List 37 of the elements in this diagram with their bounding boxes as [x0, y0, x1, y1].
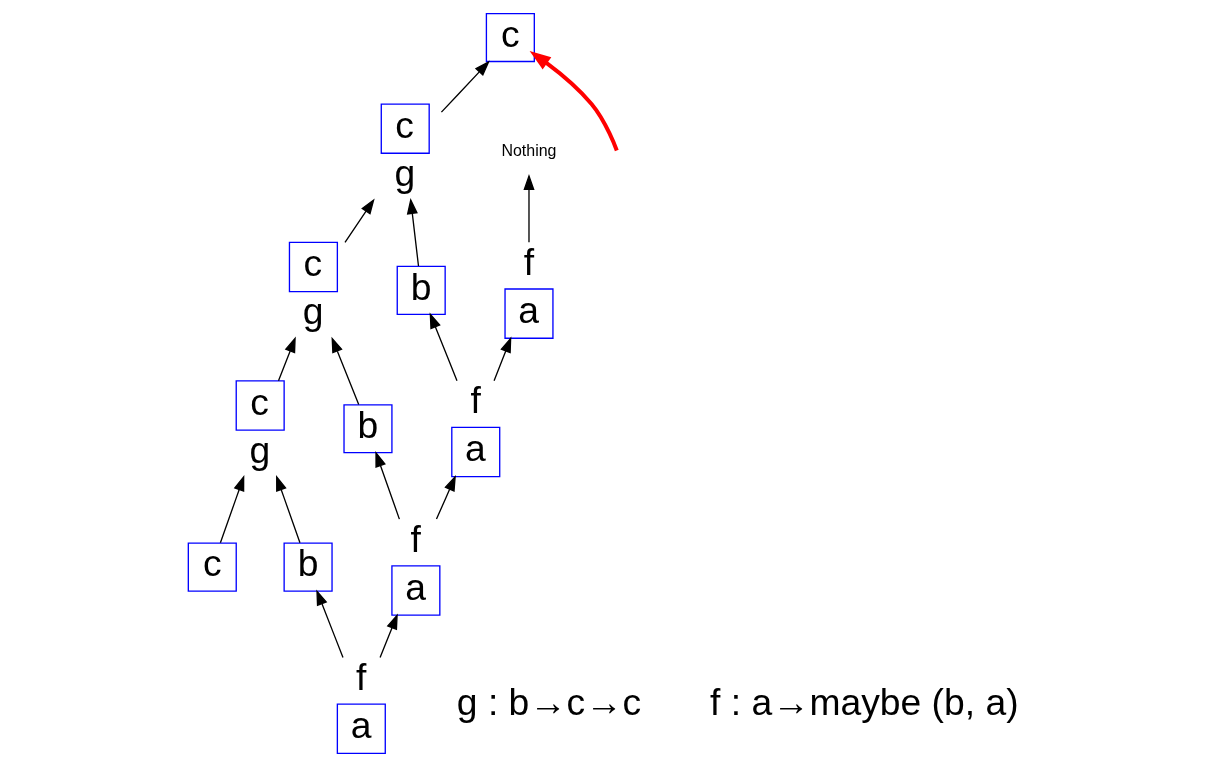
node-label: f [523, 240, 534, 283]
label: g : b→c→c [456, 680, 641, 723]
node-box: a [336, 703, 386, 755]
arrow [529, 50, 619, 152]
arrow [429, 312, 458, 382]
arrow [315, 589, 344, 659]
node-label: f [469, 379, 481, 422]
arrow [277, 336, 296, 382]
arrow [219, 475, 244, 544]
arrow [378, 613, 398, 659]
node-box: c [288, 241, 338, 293]
label: f : a→maybe (b, a) [709, 680, 1019, 723]
arrow [343, 198, 375, 243]
node-label: f [410, 517, 421, 560]
node-label: f [355, 656, 366, 699]
node-box: a [503, 288, 554, 339]
arrow [440, 60, 490, 113]
arrow [435, 475, 456, 520]
arrow [374, 450, 400, 520]
node-label: g [302, 290, 323, 333]
node-box: a [450, 426, 500, 478]
arrow [330, 336, 359, 406]
arrow [522, 174, 535, 243]
arrow [406, 198, 419, 267]
node-box: b [396, 265, 446, 315]
node-box: a [390, 565, 440, 616]
node-box: c [485, 12, 535, 63]
node-label: g [394, 151, 415, 194]
node-label: g [249, 428, 270, 471]
node-box: b [342, 404, 393, 454]
node-box: b [282, 542, 333, 592]
node-text: Nothing [500, 142, 556, 160]
node-box: c [380, 103, 430, 154]
arrow [492, 336, 511, 382]
node-box: c [235, 380, 285, 431]
arrow [275, 475, 301, 544]
node-box: c [187, 542, 237, 592]
